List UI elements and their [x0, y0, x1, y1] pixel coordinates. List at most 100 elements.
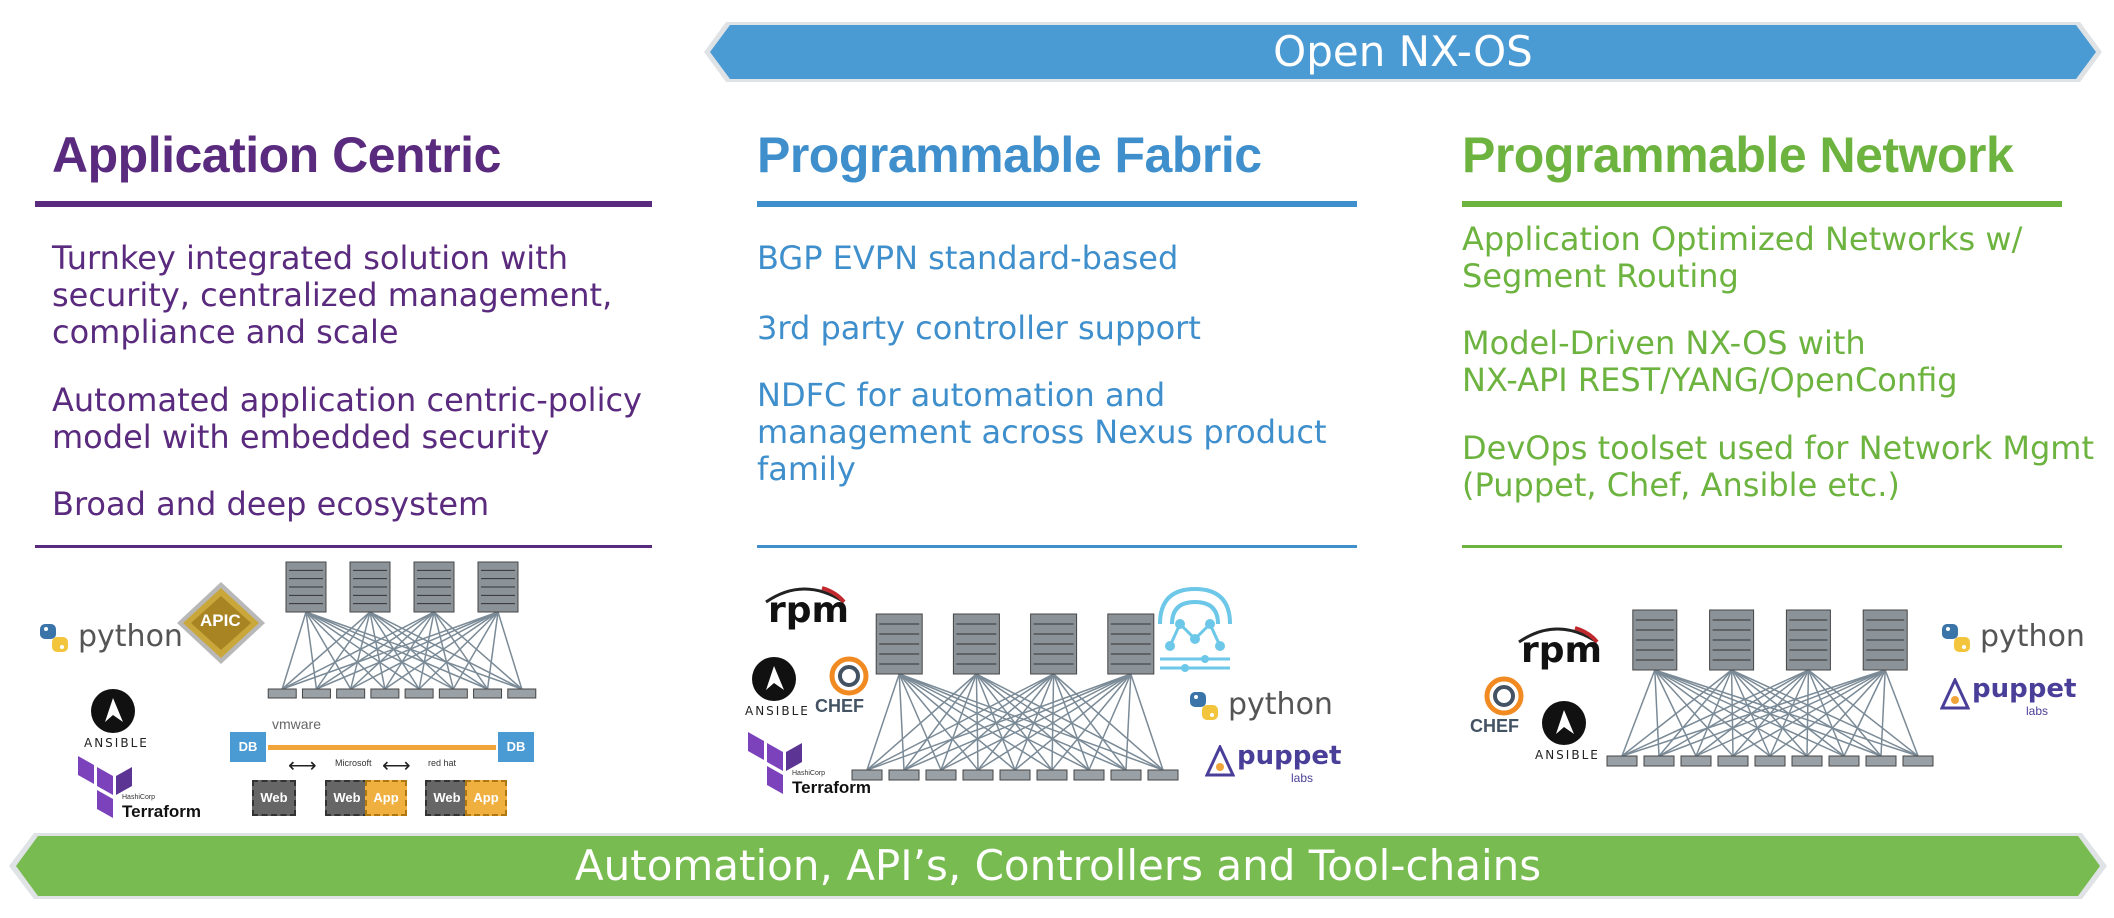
bottom-banner-label: Automation, API’s, Controllers and Tool-… [574, 841, 1542, 890]
fabric-link [369, 611, 523, 690]
fabric-link [433, 611, 523, 690]
fabric-link [1130, 673, 1164, 771]
puppet-icon [1939, 676, 1971, 710]
fabric-link [866, 673, 977, 771]
column-3-top-rule [1462, 201, 2062, 207]
fabric-link [369, 611, 420, 690]
ansible-wordmark: ANSIBLE [84, 736, 149, 750]
fabric-link [452, 611, 499, 690]
spine-switch-icon [1785, 609, 1831, 671]
puppet-logo-2: puppet labs [1204, 741, 1341, 785]
fabric-link [497, 611, 523, 690]
fabric-link [898, 673, 905, 771]
leaf-switch-icon [1036, 769, 1068, 781]
web-box-3: Web [425, 780, 469, 816]
spine-switch-icon [1862, 609, 1908, 671]
spine-switch-icon [1709, 609, 1755, 671]
leaf-switch-icon [1606, 755, 1638, 767]
column-2-bullet-3: NDFC for automation and management acros… [757, 376, 1327, 488]
fabric-link [305, 611, 523, 690]
fabric-link [1051, 673, 1055, 771]
spine-switch-icon [285, 561, 327, 613]
leaf-switch-icon [1643, 755, 1675, 767]
fabric-link [316, 611, 499, 690]
leaf-switch-icon [1865, 755, 1897, 767]
fabric-link [433, 611, 489, 690]
puppet-wordmark: puppet [1972, 674, 2077, 704]
spine-switch-icon [1632, 609, 1678, 671]
fabric-link [305, 611, 488, 690]
leaf-switch-icon [1147, 769, 1179, 781]
virtualization-strip: DB DB vmware Microsoft red hat ⟷ ⟷ Web W… [230, 712, 535, 822]
fabric-link [866, 673, 900, 771]
fabric-link [1695, 669, 1886, 757]
fabric-link [1654, 669, 1808, 757]
column-1-top-rule [35, 201, 652, 207]
arrow-left-icon: ⟷ [288, 755, 317, 777]
microsoft-label: Microsoft [335, 758, 372, 768]
puppet-wordmark: puppet [1237, 741, 1342, 771]
db-box-right: DB [498, 732, 534, 762]
fabric-link [1052, 673, 1090, 771]
fabric-link [898, 673, 979, 771]
fabric-diagram-programmable-fabric [851, 613, 1179, 781]
fabric-link [1658, 669, 1809, 757]
fabric-link [866, 673, 1132, 771]
fabric-link [898, 673, 1090, 771]
python-icon [1190, 692, 1218, 720]
leaf-switch-icon [1791, 755, 1823, 767]
column-title-application-centric: Application Centric [52, 127, 501, 183]
terraform-wordmark: Terraform [122, 802, 202, 821]
fabric-link [1654, 669, 1771, 757]
fabric-link [975, 673, 1127, 771]
column-3-bullet-1: Application Optimized Networks w/ Segmen… [1462, 220, 2023, 295]
fabric-link [418, 611, 499, 690]
fabric-link [1621, 669, 1886, 757]
leaf-switch-icon [370, 688, 400, 699]
bottom-banner: Automation, API’s, Controllers and Tool-… [6, 830, 2110, 902]
leaf-switch-icon [404, 688, 434, 699]
fabric-link [1654, 669, 1882, 757]
spine-switch-icon [875, 613, 923, 675]
chef-icon [1484, 676, 1524, 716]
apic-logo: APIC [175, 580, 267, 671]
fabric-diagram-application-centric [267, 561, 537, 699]
leaf-switch-icon [851, 769, 883, 781]
fabric-link [1806, 669, 1886, 757]
leaf-switch-icon [473, 688, 503, 699]
apic-label: APIC [200, 611, 241, 630]
rpm-arc-icon [765, 586, 846, 604]
fabric-link [1654, 669, 1734, 757]
fabric-link [903, 673, 1132, 771]
puppet-icon [1204, 743, 1236, 777]
fabric-diagram-programmable-network [1606, 609, 1934, 767]
column-3-bullet-2: Model-Driven NX-OS with NX-API REST/YANG… [1462, 324, 1958, 399]
fabric-link [281, 611, 307, 690]
fabric-link [369, 611, 488, 690]
puppet-labs-label: labs [2026, 704, 2049, 718]
fabric-link [975, 673, 1016, 771]
rpm-wordmark: rpm [768, 590, 850, 631]
fabric-link [1621, 669, 1656, 757]
fabric-link [1880, 669, 1886, 757]
fabric-link [975, 673, 1090, 771]
column-2-bullet-2: 3rd party controller support [757, 309, 1201, 347]
fabric-link [369, 611, 386, 690]
fabric-link [316, 611, 435, 690]
column-2-bottom-rule [757, 545, 1357, 548]
top-banner-label: Open NX-OS [1273, 27, 1533, 76]
fabric-link [433, 611, 455, 690]
leaf-switch-icon [888, 769, 920, 781]
leaf-switch-icon [507, 688, 537, 699]
fabric-link [315, 611, 371, 690]
leaf-switch-icon [1110, 769, 1142, 781]
spine-switch-icon [349, 561, 391, 613]
web-box-2: Web [325, 780, 369, 816]
fabric-link [1730, 669, 1771, 757]
fabric-link [1807, 669, 1919, 757]
column-2-top-rule [757, 201, 1357, 207]
fabric-link [1621, 669, 1733, 757]
python-logo-1: python [38, 619, 183, 661]
fabric-link [940, 673, 1132, 771]
fabric-link [977, 673, 1132, 771]
